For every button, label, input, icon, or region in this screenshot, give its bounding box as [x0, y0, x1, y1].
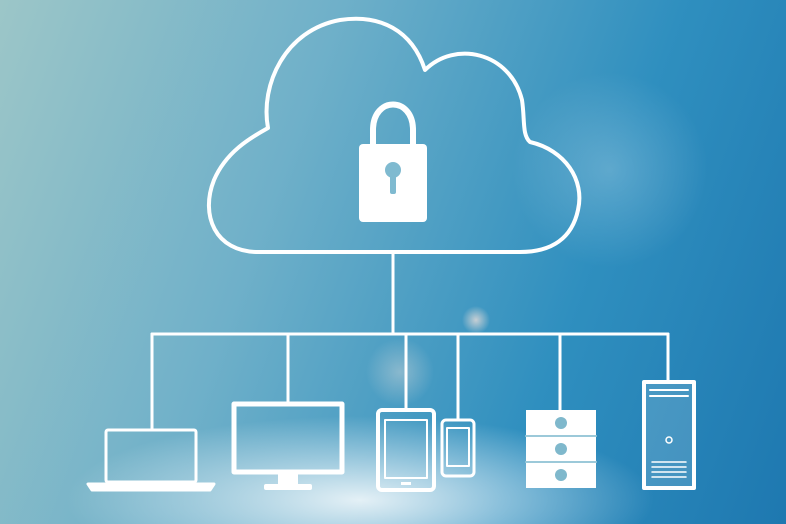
cloud-icon	[206, 16, 582, 254]
laptop-icon	[86, 428, 216, 492]
network-lines	[150, 250, 670, 432]
tablet-icon	[376, 408, 436, 492]
padlock-icon	[359, 101, 427, 222]
tower-computer-icon	[642, 380, 696, 490]
smartphone-icon	[440, 418, 476, 478]
monitor-icon	[231, 401, 345, 490]
server-icon	[525, 410, 597, 488]
